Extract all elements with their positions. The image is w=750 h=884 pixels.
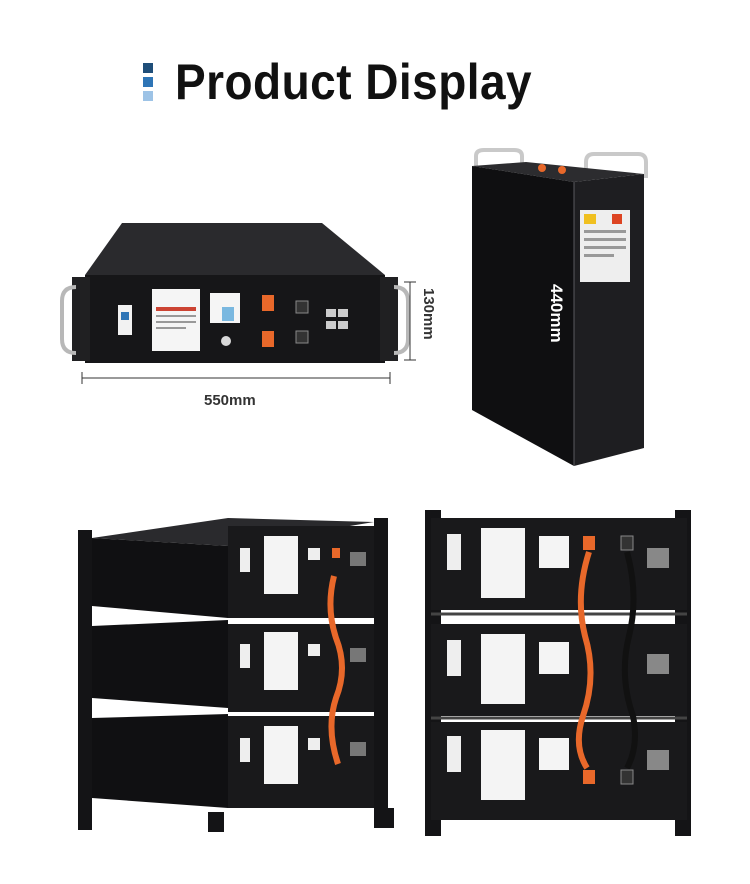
depth-dimension-label: 440mm xyxy=(547,284,566,343)
accent-bar-2 xyxy=(143,77,153,87)
stacked-batteries-front-photo xyxy=(425,510,691,836)
heading-accent-bars xyxy=(143,63,153,101)
height-dimension-line xyxy=(404,281,416,361)
accent-bar-1 xyxy=(143,63,153,73)
page-title: Product Display xyxy=(175,54,533,110)
width-dimension-label: 550mm xyxy=(204,392,256,409)
stacked-batteries-angled-photo xyxy=(78,518,394,832)
width-dimension-line xyxy=(81,372,391,384)
battery-side-view-photo xyxy=(472,148,648,466)
battery-front-view-photo xyxy=(60,223,410,363)
height-dimension-label: 130mm xyxy=(420,288,437,340)
accent-bar-3 xyxy=(143,91,153,101)
section-heading: Product Display xyxy=(143,52,563,112)
